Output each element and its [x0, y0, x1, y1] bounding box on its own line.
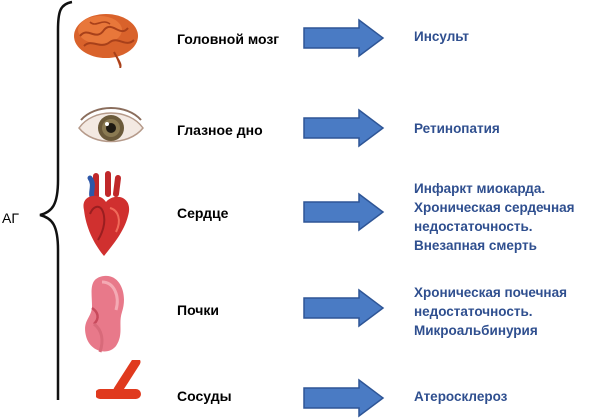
- outcome-text: Инсульт: [414, 29, 469, 44]
- kidney-icon: [85, 275, 124, 353]
- organ-label: Сосуды: [177, 388, 232, 404]
- heart-icon: [83, 171, 130, 256]
- outcome-text: Ретинопатия: [414, 121, 500, 136]
- root-label-ag: АГ: [2, 210, 19, 226]
- outcome-text: Инфаркт миокарда. Хроническая сердечная …: [414, 181, 575, 253]
- vessel-icon: [96, 360, 141, 399]
- arrow-right-icon: [303, 108, 385, 148]
- outcome-text: Атеросклероз: [414, 389, 508, 404]
- arrow-right-icon: [303, 378, 385, 418]
- curly-brace-icon: [39, 0, 73, 400]
- arrow-right-icon: [303, 288, 385, 328]
- organ-label: Головной мозг: [177, 31, 280, 47]
- organ-label: Почки: [177, 302, 220, 318]
- brain-icon: [74, 14, 138, 68]
- outcome-text: Хроническая почечная недостаточность. Ми…: [414, 285, 567, 338]
- arrow-right-icon: [303, 192, 385, 232]
- organ-label: Сердце: [177, 205, 229, 221]
- eye-icon: [78, 107, 144, 143]
- organ-label: Глазное дно: [177, 122, 263, 138]
- arrow-right-icon: [303, 18, 385, 58]
